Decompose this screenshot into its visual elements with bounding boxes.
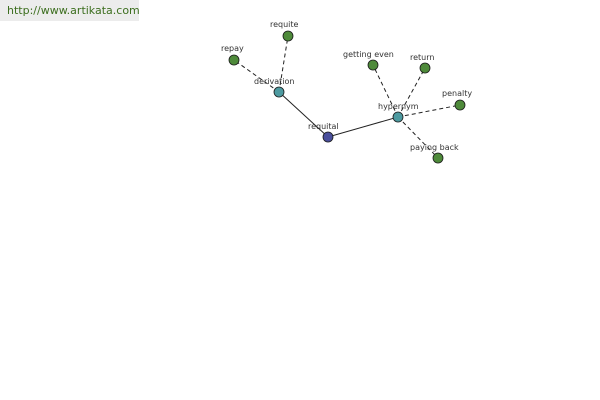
edge-hypernym-paying-back [397,116,439,159]
node-label-getting-even[interactable]: getting even [343,50,394,59]
node-requital[interactable] [322,131,334,143]
node-label-requite[interactable]: requite [270,20,299,29]
edges-layer [233,35,461,159]
node-penalty[interactable] [454,99,466,111]
site-url-link[interactable]: http://www.artikata.com [0,0,140,21]
node-requite[interactable] [282,30,294,42]
labels-layer: requital derivation hypernym repay requite ge… [221,20,472,152]
edge-derivation-requite [278,35,289,93]
node-hypernym[interactable] [392,111,404,123]
node-label-repay[interactable]: repay [221,44,244,53]
node-label-paying-back[interactable]: paying back [410,143,459,152]
edge-hypernym-penalty [397,104,461,118]
node-repay[interactable] [228,54,240,66]
node-derivation[interactable] [273,86,285,98]
node-return[interactable] [419,62,431,74]
node-getting-even[interactable] [367,59,379,71]
node-label-derivation[interactable]: derivation [254,77,294,86]
edge-derivation-repay [233,59,280,93]
node-paying-back[interactable] [432,152,444,164]
node-label-requital[interactable]: requital [308,122,339,131]
node-label-return[interactable]: return [410,53,434,62]
edge-hypernym-return [397,67,426,118]
node-label-hypernym[interactable]: hypernym [378,102,419,111]
edge-requital-hypernym [327,116,399,138]
nodes-layer [228,30,466,164]
edge-requital-derivation [278,91,329,138]
edge-hypernym-getting-even [372,64,399,118]
node-label-penalty[interactable]: penalty [442,89,472,98]
